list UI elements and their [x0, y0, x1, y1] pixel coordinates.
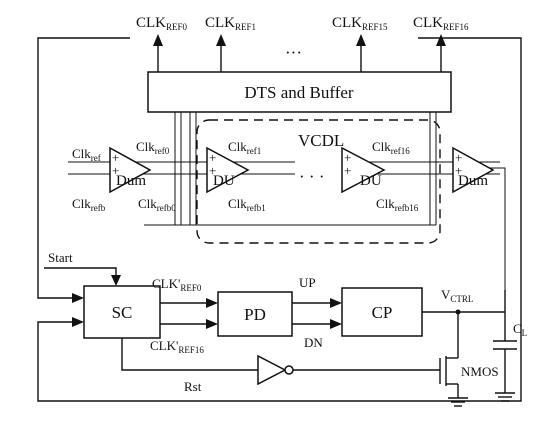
- svg-text:Clkrefb1: Clkrefb1: [228, 196, 266, 213]
- svg-text:+: +: [209, 150, 216, 165]
- outer-feedback-wire: [37, 37, 130, 299]
- clk-outputs: CLKREF0 CLKREF1 CLKREF15 CLKREF16 ···: [136, 15, 469, 72]
- svg-text:+: +: [209, 163, 216, 178]
- cp-label: CP: [372, 303, 393, 322]
- cl-label: CL: [513, 321, 527, 338]
- pd-label: PD: [244, 305, 266, 324]
- sc-block: [83, 285, 161, 339]
- svg-text:Clkref: Clkref: [72, 146, 101, 163]
- svg-text:Clkref16: Clkref16: [372, 139, 410, 156]
- up-label: UP: [299, 275, 316, 290]
- clk-ref0-label: CLKREF0: [136, 15, 188, 32]
- dummy-buffer-left: + + Dum: [109, 146, 152, 194]
- nmos-label: NMOS: [461, 364, 499, 379]
- clk-ref15-label: CLKREF15: [332, 15, 388, 32]
- rst-inverter: [257, 354, 287, 386]
- svg-text:DU: DU: [360, 173, 382, 189]
- svg-text:Dum: Dum: [116, 173, 146, 189]
- vcdl-boundary: [196, 119, 441, 244]
- start-wire: [44, 267, 117, 276]
- delay-line-labels: Clkref Clkrefb Clkref0 Clkrefb0 Clkref1 …: [72, 139, 419, 213]
- vcdl-label: VCDL: [298, 131, 344, 150]
- rst-wire: [121, 338, 258, 371]
- svg-text:+: +: [455, 163, 462, 178]
- svg-text:+: +: [344, 163, 351, 178]
- svg-text:Clkrefb: Clkrefb: [72, 196, 106, 213]
- delay-unit-1: + + DU: [206, 146, 250, 194]
- outer-right-wire: [37, 37, 522, 402]
- svg-text:Clkrefb0: Clkrefb0: [138, 196, 176, 213]
- dn-label: DN: [304, 335, 323, 350]
- svg-text:Dum: Dum: [458, 173, 488, 189]
- nmos-transistor: [439, 312, 468, 407]
- cp-block: [341, 287, 423, 337]
- svg-text:Clkref1: Clkref1: [228, 139, 261, 156]
- svg-text:+: +: [344, 150, 351, 165]
- dts-buffer-block: [147, 71, 452, 113]
- outputs-ellipsis: ···: [285, 43, 302, 62]
- svg-text:Clkref0: Clkref0: [136, 139, 170, 156]
- dts-buffer-label: DTS and Buffer: [244, 83, 354, 102]
- pd-block: [217, 291, 293, 337]
- vctrl-label: VCTRL: [441, 287, 473, 304]
- load-capacitor: [493, 290, 517, 402]
- svg-text:+: +: [112, 150, 119, 165]
- sc-label: SC: [112, 303, 133, 322]
- clk-ref1-label: CLKREF1: [205, 15, 256, 32]
- svg-text:DU: DU: [213, 173, 235, 189]
- clk-ref16-label: CLKREF16: [413, 15, 469, 32]
- start-label: Start: [48, 250, 73, 265]
- delay-unit-16: + + DU: [341, 146, 386, 194]
- svg-text:Clkrefb16: Clkrefb16: [376, 196, 419, 213]
- delay-units-ellipsis: · · ·: [299, 167, 324, 186]
- dummy-buffer-right: + + Dum: [452, 146, 495, 194]
- svg-text:+: +: [112, 163, 119, 178]
- rst-label: Rst: [184, 379, 202, 394]
- dts-tap-wires: [174, 112, 437, 225]
- svg-text:+: +: [455, 150, 462, 165]
- feedback-arrow-top: [72, 293, 84, 303]
- feedback-arrow-bottom: [72, 317, 84, 327]
- clk-prime-ref16-label: CLK'REF16: [150, 338, 204, 355]
- clk-prime-ref0-label: CLK'REF0: [152, 276, 202, 293]
